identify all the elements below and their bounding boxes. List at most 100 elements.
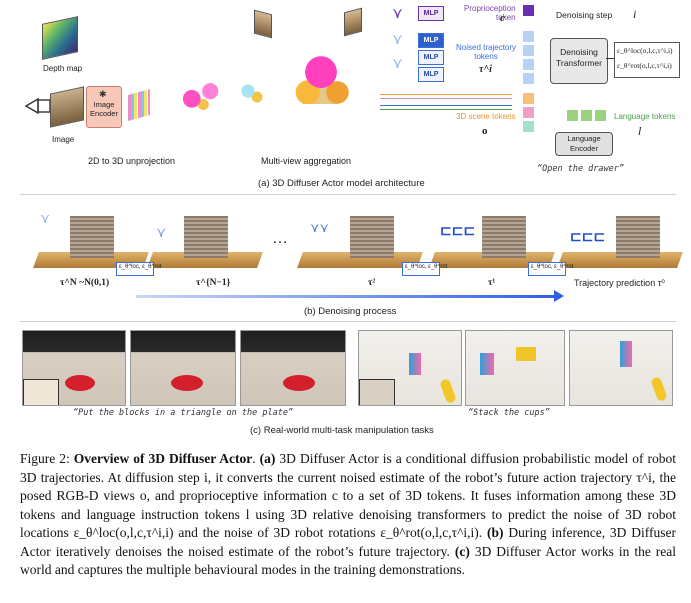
banana (439, 378, 457, 404)
scene-3: ⋎⋎ (297, 206, 423, 276)
token-traj (523, 59, 534, 70)
denoising-step-label: Denoising step (556, 10, 613, 20)
instruction-stack: “Stack the cups” (468, 408, 550, 418)
scene-token-label: 3D scene tokens (456, 112, 516, 121)
gripper-icon: ⊏⊏⊏ (570, 228, 606, 244)
figure-body-a: 3D Diffuser Actor is a conditional diffu… (20, 451, 676, 540)
step-sym: i (633, 7, 637, 21)
scene-sym: o (482, 125, 488, 137)
scene-4: ⊏⊏⊏ (429, 206, 555, 276)
tau-n: τ^N ~N(0,1) (60, 278, 110, 288)
panel-c-caption: (c) Real-world multi-task manipulation t… (250, 425, 434, 436)
tau-n1: τ^{N−1} (196, 278, 231, 288)
token-lines (380, 94, 512, 110)
proprio-sym: c (500, 12, 505, 24)
plate (283, 375, 315, 391)
plate (171, 375, 203, 391)
figure-title: Overview of 3D Diffuser Actor (73, 451, 253, 466)
token-traj (523, 73, 534, 84)
pointcloud-side (236, 76, 266, 106)
figure-label: Figure 2: (20, 451, 70, 466)
token-traj (523, 45, 534, 56)
part-a-label: (a) (259, 451, 276, 466)
figure-caption: Figure 2: Overview of 3D Diffuser Actor.… (20, 450, 676, 580)
token-lines-2 (380, 98, 512, 106)
photo-cups-3 (569, 330, 673, 406)
token-traj (523, 31, 534, 42)
banana (650, 376, 668, 402)
figure-body-c: 3D Diffuser Actor works in the real worl… (20, 543, 677, 578)
tau-0: Trajectory prediction τ⁰ (574, 278, 665, 288)
gripper-icon: ⊏⊏⊏ (440, 222, 476, 238)
view-card-1 (254, 9, 272, 39)
eps-box: ε_θ^loc, ε_θ^rot (528, 262, 573, 276)
noised-sym: τ^i (479, 64, 492, 75)
mlp-proprio: MLP (418, 6, 444, 21)
part-b-label: (b) (487, 525, 504, 540)
cups (620, 341, 632, 367)
drawer (184, 216, 228, 258)
eps-label: ε_θ^loc, ε_θ^rot (119, 264, 162, 270)
eps-label: ε_θ^loc, ε_θ^rot (531, 264, 574, 270)
image-encoder-label: Image Encoder (90, 100, 118, 118)
output-rot: ε_θ^rot(o,l,c,τ^i,i) (617, 61, 672, 70)
token-lang (595, 110, 606, 121)
gripper-icon: ⋎ (392, 55, 403, 72)
gripper-icon: ⋎ (392, 5, 403, 22)
denoising-transformer-box: Denoising Transformer (550, 38, 608, 84)
feature-grid (128, 89, 150, 121)
drawer (616, 216, 660, 258)
token-lang (581, 110, 592, 121)
mlp-traj-3: MLP (418, 67, 444, 82)
lang-token-label: Language tokens (614, 112, 676, 121)
depth-map-thumb (42, 16, 78, 60)
depth-map-label: Depth map (43, 64, 83, 73)
image-thumb (50, 86, 84, 128)
tau-1: τ¹ (488, 278, 496, 288)
mlp-traj-1: MLP (418, 33, 444, 48)
noised-token-label: Noised trajectory tokens (456, 43, 517, 61)
output-box: ε_θ^loc(o,l,c,τ^i,i) ε_θ^rot(o,l,c,τ^i,i… (614, 42, 680, 78)
plate (65, 375, 95, 391)
view-card-2 (344, 7, 362, 37)
tau-2: τ² (368, 278, 376, 288)
inset (23, 379, 59, 405)
divider (20, 321, 676, 322)
image-label: Image (52, 135, 75, 144)
divider (20, 194, 676, 195)
aggregation-caption: Multi-view aggregation (261, 156, 352, 166)
scene-5: ⊏⊏⊏ (557, 206, 683, 276)
drawer (350, 216, 394, 258)
drawer (482, 216, 526, 258)
arrow-out (606, 58, 614, 59)
pointcloud-large (288, 46, 354, 104)
transformer-label: Denoising Transformer (556, 47, 602, 68)
figure-sep: . (252, 451, 260, 466)
gripper-icon: ⋎⋎ (310, 220, 330, 235)
arrow-head (554, 290, 564, 302)
language-encoder-box: Language Encoder (555, 132, 613, 156)
photo-triangle-3 (240, 330, 346, 406)
inset (359, 379, 395, 405)
snowflake-icon: ✱ (99, 89, 107, 99)
drawer (70, 216, 114, 258)
instruction-triangle: “Put the blocks in a triangle on the pla… (73, 408, 294, 418)
part-c-label: (c) (454, 543, 470, 559)
photo-cups-1 (358, 330, 462, 406)
eps-box: ε_θ^loc, ε_θ^rot (116, 262, 161, 276)
token-scene (523, 121, 534, 132)
denoising-arrow (136, 295, 556, 298)
photo-triangle-2 (130, 330, 236, 406)
proprio-token-label: Proprioception token (464, 4, 516, 22)
gripper-icon: ⋎ (156, 224, 167, 240)
cups (409, 353, 421, 375)
eps-box: ε_θ^loc, ε_θ^rot (402, 262, 447, 276)
panel-a-caption: (a) 3D Diffuser Actor model architecture (258, 178, 425, 189)
dots: … (272, 230, 288, 247)
cups (480, 353, 494, 375)
lang-encoder-label: Language Encoder (567, 134, 601, 153)
photo-triangle-1 (22, 330, 126, 406)
figure-body-b: During inference, 3D Diffuser Actor iter… (20, 525, 677, 559)
image-encoder-box: ✱ Image Encoder (86, 86, 122, 128)
photo-cups-2 (465, 330, 565, 406)
